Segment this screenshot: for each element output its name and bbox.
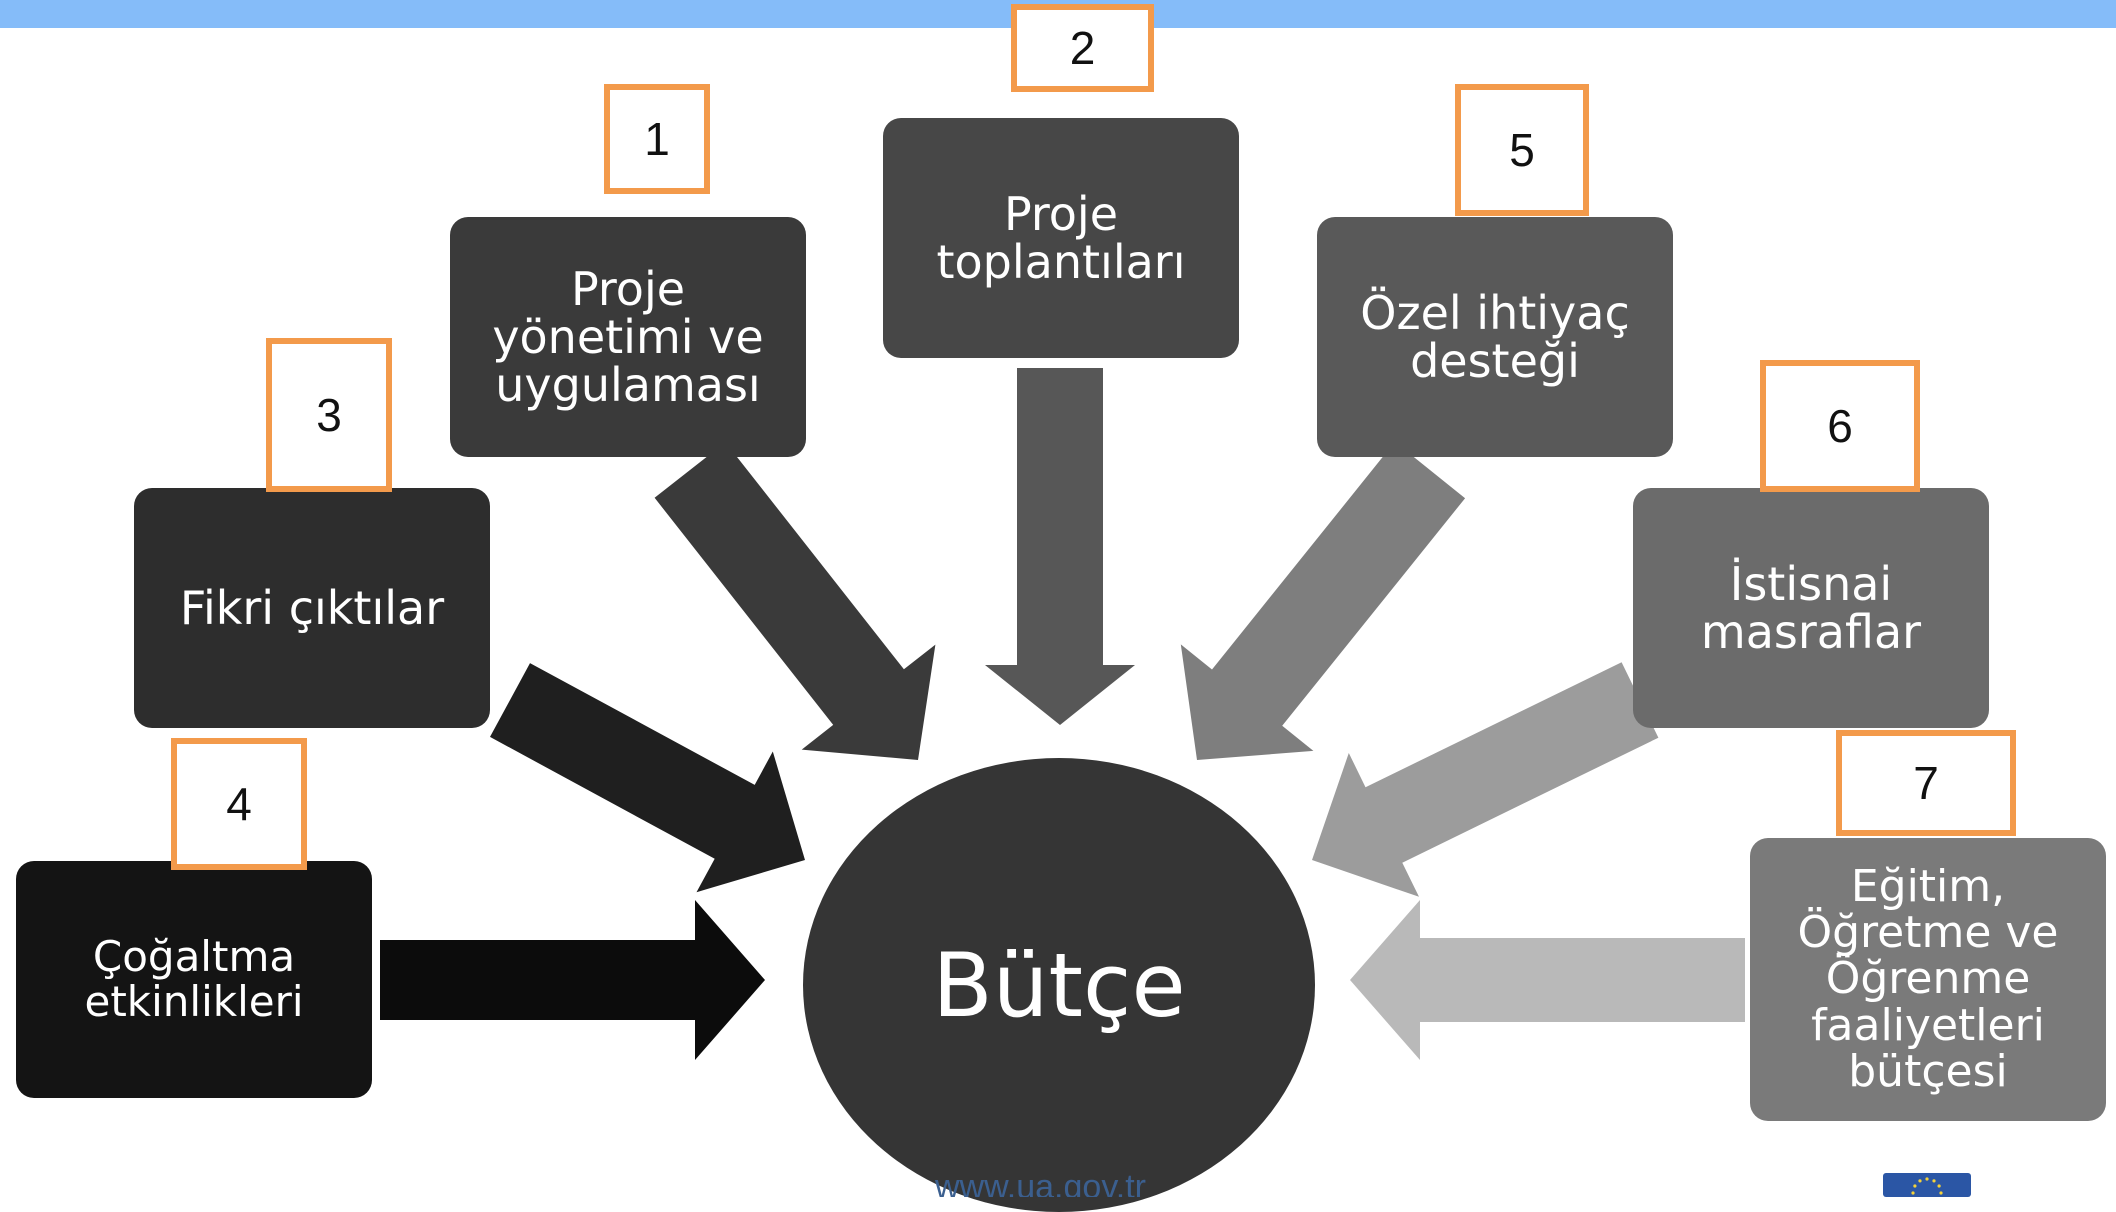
eu-flag-logo <box>1883 1173 1971 1197</box>
box-istisnai-masraflar: İstisnai masraflar <box>1633 488 1989 728</box>
footer-url: www.ua.gov.tr <box>935 1168 1147 1197</box>
number-badge-1: 1 <box>604 84 710 194</box>
arrow-1 <box>654 442 936 760</box>
number-badge-6: 6 <box>1760 360 1920 492</box>
center-budget-circle: Bütçe <box>803 758 1315 1212</box>
arrow-2 <box>985 368 1135 725</box>
eu-stars-icon <box>1911 1177 1943 1195</box>
arrow-7 <box>1350 900 1745 1060</box>
box-egitim-ogretme-ogrenme: Eğitim, Öğretme ve Öğrenme faaliyetleri … <box>1750 838 2106 1121</box>
box-cogaltma-etkinlikleri: Çoğaltma etkinlikleri <box>16 861 372 1098</box>
box-fikri-ciktilar: Fikri çıktılar <box>134 488 490 728</box>
number-badge-5: 5 <box>1455 84 1589 216</box>
number-badge-7: 7 <box>1836 730 2016 836</box>
box-ozel-ihtiyac-destegi: Özel ihtiyaç desteği <box>1317 217 1673 457</box>
arrow-6 <box>1312 662 1659 897</box>
box-proje-yonetimi: Proje yönetimi ve uygulaması <box>450 217 806 457</box>
number-badge-4: 4 <box>171 738 307 870</box>
arrow-3 <box>490 663 805 893</box>
number-badge-3: 3 <box>266 338 392 492</box>
arrow-4 <box>380 900 765 1060</box>
arrow-5 <box>1180 441 1466 760</box>
box-proje-toplantilari: Proje toplantıları <box>883 118 1239 358</box>
number-badge-2: 2 <box>1011 4 1154 92</box>
